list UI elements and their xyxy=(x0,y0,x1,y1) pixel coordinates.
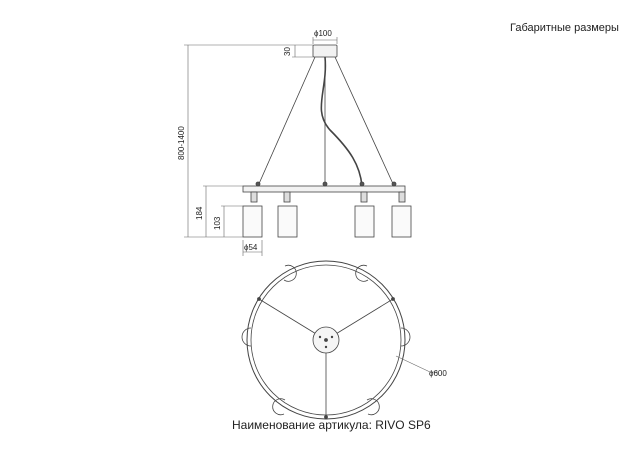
shade-plan-4 xyxy=(400,327,411,347)
bar-joint-2 xyxy=(322,181,328,187)
shade-plan-1 xyxy=(283,264,297,282)
dim-ring-diameter: ϕ600 xyxy=(429,369,447,378)
shade-2 xyxy=(277,205,298,238)
canopy-side xyxy=(312,44,338,58)
ring-dia-leader xyxy=(395,355,431,373)
article-caption: Наименование артикула: RIVO SP6 xyxy=(232,418,431,432)
holder-2 xyxy=(283,191,291,203)
shade-plan-5 xyxy=(272,398,286,416)
cable-left xyxy=(257,56,316,187)
holder-1 xyxy=(250,191,258,203)
dim-shade-height: 103 xyxy=(213,216,222,230)
holder-3 xyxy=(360,191,368,203)
shade-plan-3 xyxy=(241,327,252,347)
shade-plan-6 xyxy=(366,398,380,416)
bar-joint-3 xyxy=(359,181,365,187)
power-cord xyxy=(320,56,363,187)
holder-4 xyxy=(398,191,406,203)
shade-plan-2 xyxy=(355,264,369,282)
dim-overall-height: 800-1400 xyxy=(177,126,186,160)
bar-joint-4 xyxy=(391,181,397,187)
dim-canopy-height: 30 xyxy=(283,47,292,56)
dim-canopy-diameter: ϕ100 xyxy=(314,29,332,38)
ring-outer xyxy=(246,260,406,420)
shade-1 xyxy=(242,205,263,238)
dim-shade-diameter: ϕ54 xyxy=(244,243,258,252)
cable-right xyxy=(334,56,395,187)
shade-3 xyxy=(354,205,375,238)
drawing-header-title: Габаритные размеры xyxy=(510,22,619,34)
bar-joint-1 xyxy=(255,181,261,187)
dim-shade-drop: 184 xyxy=(195,206,204,220)
ring-bar-side xyxy=(242,185,406,193)
shade-4 xyxy=(391,205,412,238)
